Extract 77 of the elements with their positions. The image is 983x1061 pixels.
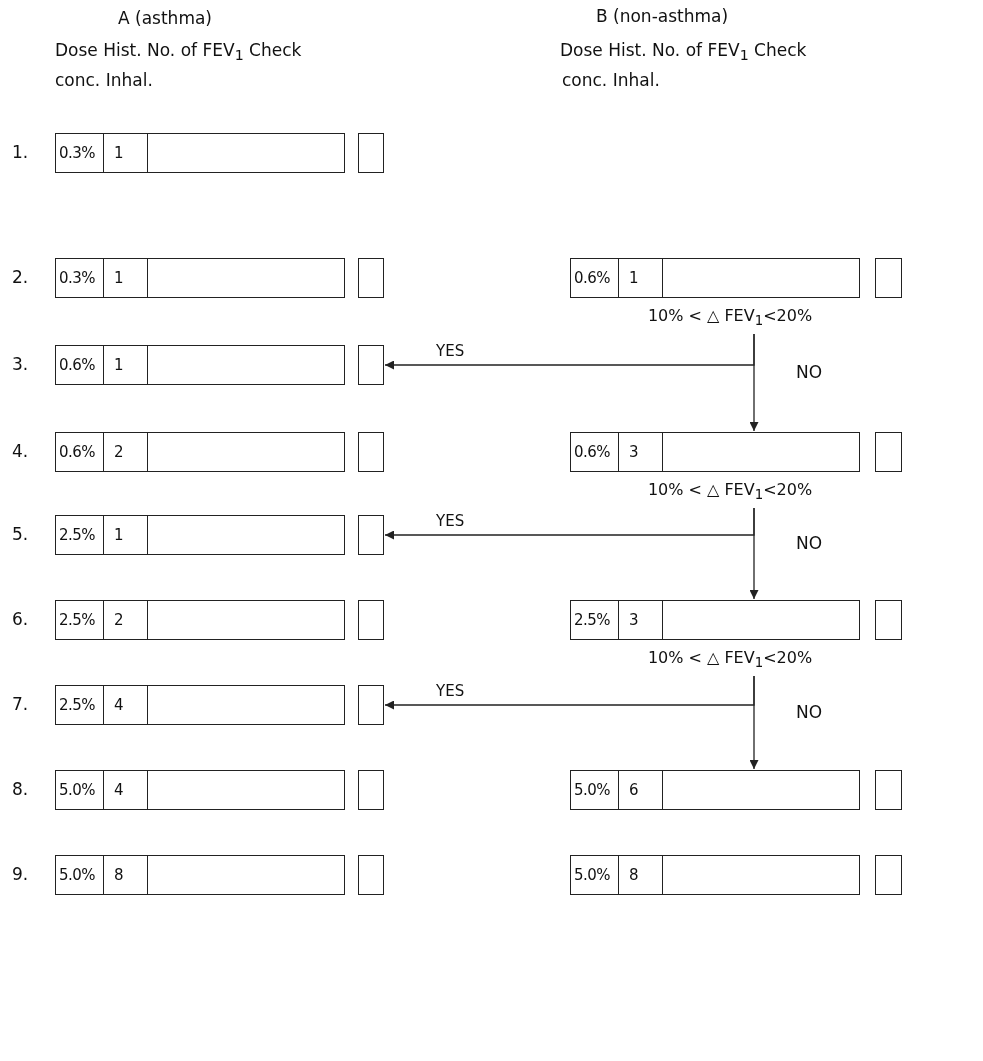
inhalation-count: 1 [114, 356, 124, 374]
inhalation-count: 1 [629, 269, 639, 287]
inhalation-count: 4 [114, 696, 124, 714]
arrow [749, 507, 759, 600]
dose-record-row [55, 770, 345, 810]
inhalation-count: 3 [629, 611, 639, 629]
check-box [875, 432, 902, 472]
column-heading: conc. Inhal. [562, 70, 660, 90]
row-number: 8. [12, 779, 29, 799]
dose-concentration: 0.3% [59, 144, 96, 162]
check-box [358, 515, 384, 555]
row-number: 9. [12, 864, 29, 884]
check-box [358, 770, 384, 810]
arrow [749, 333, 759, 432]
dose-concentration: 5.0% [574, 781, 611, 799]
check-box [358, 345, 384, 385]
inhalation-count: 3 [629, 443, 639, 461]
dose-record-row [55, 133, 345, 173]
dose-concentration: 0.6% [574, 269, 611, 287]
dose-record-row [570, 770, 860, 810]
check-box [358, 685, 384, 725]
row-number: 2. [12, 267, 29, 287]
row-number: 6. [12, 609, 29, 629]
inhalation-count: 1 [114, 526, 124, 544]
inhalation-count: 8 [114, 866, 124, 884]
dose-concentration: 2.5% [59, 611, 96, 629]
dose-concentration: 0.6% [574, 443, 611, 461]
column-heading: conc. Inhal. [55, 70, 153, 90]
row-number: 7. [12, 694, 29, 714]
check-box [358, 133, 384, 173]
dose-concentration: 2.5% [59, 696, 96, 714]
column-heading: Dose Hist. No. of FEV$_{1}$ Check [560, 40, 807, 64]
dose-record-row [570, 258, 860, 298]
dose-concentration: 0.3% [59, 269, 96, 287]
condition-text: 10% < △ FEV$_{1}$<20% [600, 480, 860, 504]
inhalation-count: 1 [114, 269, 124, 287]
dose-concentration: 5.0% [59, 781, 96, 799]
dose-record-row [55, 600, 345, 640]
row-number: 5. [12, 524, 29, 544]
dose-record-row [55, 258, 345, 298]
condition-text: 10% < △ FEV$_{1}$<20% [600, 306, 860, 330]
dose-record-row [570, 600, 860, 640]
dose-record-row [55, 432, 345, 472]
arrow [749, 675, 759, 770]
check-box [358, 432, 384, 472]
group-heading: B (non-asthma) [596, 6, 729, 26]
dose-concentration: 2.5% [574, 611, 611, 629]
inhalation-count: 1 [114, 144, 124, 162]
row-number: 3. [12, 354, 29, 374]
dose-record-row [570, 432, 860, 472]
group-heading: A (asthma) [118, 8, 212, 28]
dose-concentration: 5.0% [59, 866, 96, 884]
check-box [358, 855, 384, 895]
column-heading: Dose Hist. No. of FEV$_{1}$ Check [55, 40, 302, 64]
dose-concentration: 0.6% [59, 443, 96, 461]
check-box [875, 770, 902, 810]
dose-record-row [570, 855, 860, 895]
dose-concentration: 5.0% [574, 866, 611, 884]
row-number: 1. [12, 142, 29, 162]
row-number: 4. [12, 441, 29, 461]
dose-record-row [55, 685, 345, 725]
inhalation-count: 8 [629, 866, 639, 884]
dose-concentration: 0.6% [59, 356, 96, 374]
inhalation-count: 2 [114, 443, 124, 461]
inhalation-count: 6 [629, 781, 639, 799]
check-box [358, 600, 384, 640]
check-box [875, 258, 902, 298]
check-box [875, 855, 902, 895]
dose-concentration: 2.5% [59, 526, 96, 544]
inhalation-count: 4 [114, 781, 124, 799]
inhalation-count: 2 [114, 611, 124, 629]
check-box [875, 600, 902, 640]
check-box [358, 258, 384, 298]
dose-record-row [55, 855, 345, 895]
dose-record-row [55, 515, 345, 555]
dose-record-row [55, 345, 345, 385]
condition-text: 10% < △ FEV$_{1}$<20% [600, 648, 860, 672]
